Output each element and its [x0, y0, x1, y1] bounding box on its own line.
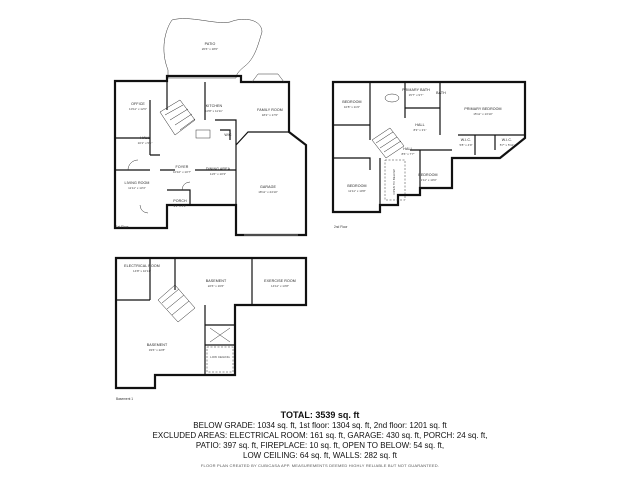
bedroom-a-dim: 10'8" x 11'6" [344, 105, 360, 109]
garage-dim: 18'11" x 24'10" [258, 190, 278, 194]
storage-x-mark [209, 327, 231, 343]
hall2-label: HALL [415, 123, 424, 127]
basement-plan: ELECTRICAL ROOM 14'8" x 10'11" BASEMENT … [114, 256, 308, 401]
first-floor-interior-walls [115, 81, 289, 205]
basement-floor-label: Basement 1 [116, 397, 133, 401]
wic2-dim: 5'7" x 5'11" [500, 143, 515, 147]
low-ceiling-area [206, 346, 234, 373]
bedroom-b-dim: 11'11" x 10'8" [348, 189, 366, 193]
bedroom-b-label: BEDROOM [347, 184, 366, 188]
first-floor-door-swings [127, 159, 191, 214]
bedroom-c-label: BEDROOM [418, 173, 437, 177]
second-floor-interior-walls [333, 82, 525, 205]
first-floor-outer-wall [113, 74, 308, 237]
second-floor-outer-wall [331, 80, 527, 214]
basement-interior-walls [116, 258, 253, 375]
basement-upper-dim: 22'6" x 16'6" [208, 284, 224, 288]
living-label: LIVING ROOM [124, 181, 149, 185]
porch-label: PORCH [173, 199, 187, 203]
family-room-dim: 18'2" x 17'0" [262, 113, 278, 117]
patio-outline [163, 18, 263, 79]
open-to-below-area [384, 159, 406, 201]
electrical-room-label: ELECTRICAL ROOM [124, 264, 160, 268]
office-dim: 10'11" x 12'6" [129, 107, 147, 111]
basement-stairs [157, 284, 196, 323]
patio-dim: 26'6" x 18'0" [202, 47, 218, 51]
wic2-label: W.I.C. [502, 138, 512, 142]
hall1-label: HALL [140, 136, 149, 140]
primary-bedroom-dim: 15'11" x 13'10" [473, 112, 493, 116]
primary-bedroom-label: PRIMARY BEDROOM [464, 107, 501, 111]
office-label: OFFICE [131, 102, 145, 106]
foyer-label: FOYER [176, 165, 189, 169]
kitchen-island [195, 129, 211, 139]
basement-outer-wall [114, 256, 308, 390]
hall3-dim: 8'6" x 7'7" [401, 152, 414, 156]
low-ceiling-label: LOW CEILING [210, 355, 230, 359]
basement-main-dim: 33'6" x 22'8" [149, 348, 165, 352]
excluded-areas-line-2: PATIO: 397 sq. ft, FIREPLACE: 10 sq. ft,… [195, 441, 445, 450]
second-floor-label: 2nd Floor [334, 225, 348, 229]
open-to-below-label: OPEN TO BELOW [392, 169, 396, 194]
electrical-room-dim: 14'8" x 10'11" [133, 269, 151, 273]
excluded-areas-line: EXCLUDED AREAS: ELECTRICAL ROOM: 161 sq.… [152, 431, 488, 440]
hall1-dim: 10'1" x 5'1" [138, 141, 153, 145]
porch-dim: 9'1" x 4'1" [173, 204, 186, 208]
bathtub-icon [384, 93, 400, 103]
hall3-label: HALL [403, 147, 412, 151]
hall2-dim: 8'3" x 3'1" [413, 128, 426, 132]
first-floor-stairs [159, 99, 196, 136]
wic1-dim: 5'8" x 4'9" [459, 143, 472, 147]
wic1-label: W.I.C. [461, 138, 471, 142]
credit-note: FLOOR PLAN CREATED BY CUBICASA APP. MEAS… [200, 463, 440, 468]
exercise-room-label: EXERCISE ROOM [264, 279, 296, 283]
first-floor-label: 1st Floor [116, 225, 129, 229]
bedroom-a-label: BEDROOM [342, 100, 361, 104]
floor-areas-line: BELOW GRADE: 1034 sq. ft, 1st floor: 130… [193, 421, 447, 430]
family-room-label: FAMILY ROOM [257, 108, 283, 112]
basement-main-label: BASEMENT [147, 343, 168, 347]
wc-label: W/C [224, 133, 232, 137]
living-dim: 11'11" x 13'3" [128, 186, 146, 190]
excluded-areas-line-3: LOW CEILING: 64 sq. ft, WALLS: 282 sq. f… [243, 451, 397, 460]
second-floor-stairs [371, 127, 405, 159]
first-floor-plan: PATIO 26'6" x 18'0" OFFICE 10'11" x 12'6… [113, 18, 308, 237]
kitchen-label: KITCHEN [206, 104, 223, 108]
kitchen-dim: 13'8" x 11'11" [205, 109, 223, 113]
primary-bath-label: PRIMARY BATH [402, 88, 430, 92]
basement-upper-label: BASEMENT [206, 279, 227, 283]
dining-dim: 11'6" x 10'3" [210, 172, 226, 176]
family-room-bay-window [251, 73, 285, 83]
foyer-dim: 10'10" x 10'7" [173, 170, 191, 174]
second-floor-plan: BEDROOM 10'8" x 11'6" PRIMARY BATH 15'7"… [331, 80, 527, 229]
bath-label: BATH [436, 91, 446, 95]
exercise-room-dim: 14'11" x 13'8" [271, 284, 289, 288]
bedroom-c-dim: 11'11" x 10'0" [419, 178, 437, 182]
patio-label: PATIO [205, 42, 216, 46]
garage-label: GARAGE [260, 185, 276, 189]
primary-bath-dim: 15'7" x 9'7" [409, 93, 424, 97]
dining-label: DINING AREA [206, 167, 231, 171]
total-area: TOTAL: 3539 sq. ft [280, 410, 360, 420]
